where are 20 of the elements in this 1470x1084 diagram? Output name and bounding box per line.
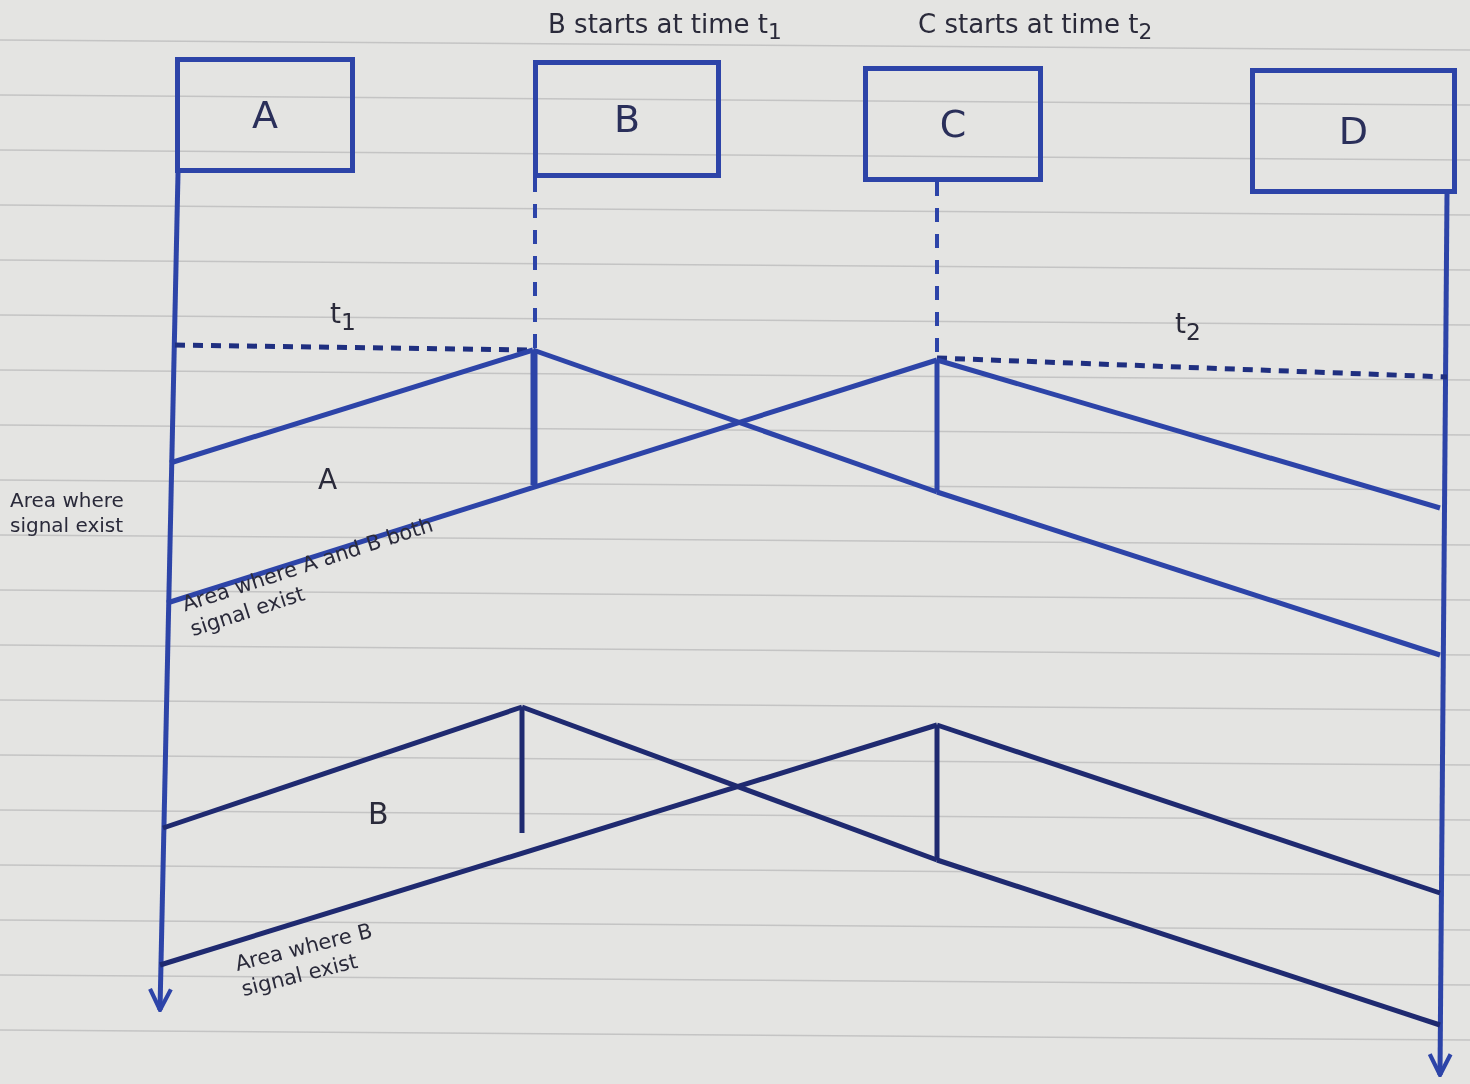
lifeline-arrow [1427,194,1453,1078]
box-label: C [939,102,967,146]
lifeline-arrow [147,172,181,1013]
box-label: A [252,93,278,137]
annotation-text: Area where B signal exist [232,917,376,1003]
annotation-text: Area where signal exist [10,488,125,538]
region-label: B [368,795,390,833]
annotation-text: C starts at time t$_{2}$ [918,8,1154,46]
process-box [863,66,1043,182]
time-label: t$_{1}$ [330,296,357,337]
process-box [175,57,355,173]
process-box [1250,68,1457,194]
annotation-text: B starts at time t$_{1}$ [548,8,783,46]
box-label: B [613,97,641,141]
dashed-lifeline [533,178,537,350]
time-label: t$_{2}$ [1175,306,1202,347]
region-label: A [318,462,339,497]
box-label: D [1338,109,1369,153]
annotation-text: Area where A and B both signal exist [178,511,437,643]
process-box [533,60,721,178]
